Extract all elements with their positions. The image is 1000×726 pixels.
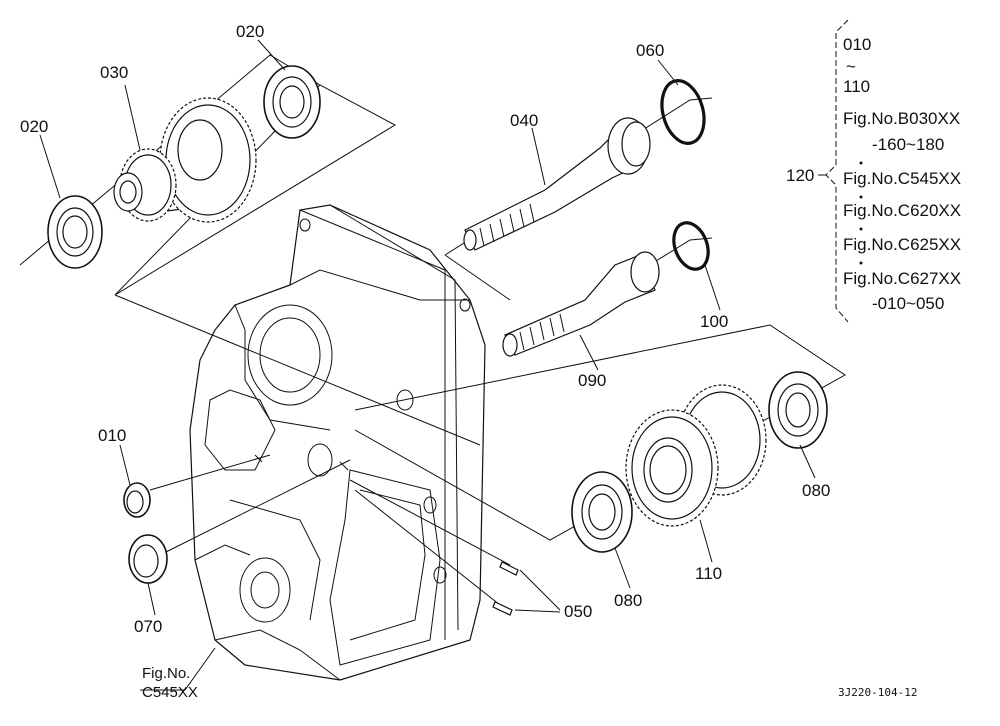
assembly-number: 120 (786, 166, 814, 185)
label-060: 060 (636, 41, 664, 60)
label-100: 100 (700, 312, 728, 331)
separator-dot (859, 161, 863, 165)
label-020-left: 020 (20, 117, 48, 136)
separator-dot (859, 195, 863, 199)
fig-ref-c627xx-range: -010~050 (872, 294, 944, 313)
label-110: 110 (695, 564, 722, 583)
bearing-020-top (263, 65, 321, 139)
gear-case-housing (189, 204, 486, 681)
part-leaders (39, 39, 816, 691)
gear-110 (625, 384, 767, 527)
bearing-080-right (768, 371, 828, 449)
bearing-080-bottom (571, 471, 633, 553)
assembly-range-sep: ~ (846, 57, 856, 76)
gear-shaft-030 (113, 97, 257, 223)
fig-ref-c545xx: Fig.No.C545XX (843, 169, 961, 188)
o-ring-100 (672, 221, 710, 271)
label-030: 030 (100, 63, 128, 82)
o-ring-060 (660, 79, 706, 145)
bearing-020-left (47, 195, 103, 269)
shaft-040 (463, 117, 651, 251)
fig-ref-b030xx-range: -160~180 (872, 135, 944, 154)
fig-ref-c627xx: Fig.No.C627XX (843, 269, 961, 288)
label-080-bottom: 080 (614, 591, 642, 610)
housing-fig-label: Fig.No. (142, 665, 190, 682)
label-050: 050 (564, 602, 592, 621)
oil-seal-010 (123, 482, 151, 518)
label-090: 090 (578, 371, 606, 390)
oil-seal-070 (128, 534, 168, 584)
fig-ref-c625xx: Fig.No.C625XX (843, 235, 961, 254)
assembly-range-start: 010 (843, 35, 871, 54)
assembly-range-end: 110 (843, 77, 870, 96)
fig-ref-b030xx: Fig.No.B030XX (843, 109, 960, 128)
label-080-right: 080 (802, 481, 830, 500)
pins-050 (492, 561, 561, 616)
label-020-top: 020 (236, 22, 264, 41)
housing-fig-number: C545XX (142, 684, 198, 701)
shaft-090 (502, 251, 660, 357)
separator-dot (859, 227, 863, 231)
separator-dot (859, 261, 863, 265)
label-070: 070 (134, 617, 162, 636)
drawing-code: 3J220-104-12 (838, 686, 917, 699)
label-040: 040 (510, 111, 538, 130)
label-010: 010 (98, 426, 126, 445)
assembly-reference-block: 120 010 ~ 110 Fig.No.B030XX -160~180 Fig… (786, 19, 961, 323)
fig-ref-c620xx: Fig.No.C620XX (843, 201, 961, 220)
